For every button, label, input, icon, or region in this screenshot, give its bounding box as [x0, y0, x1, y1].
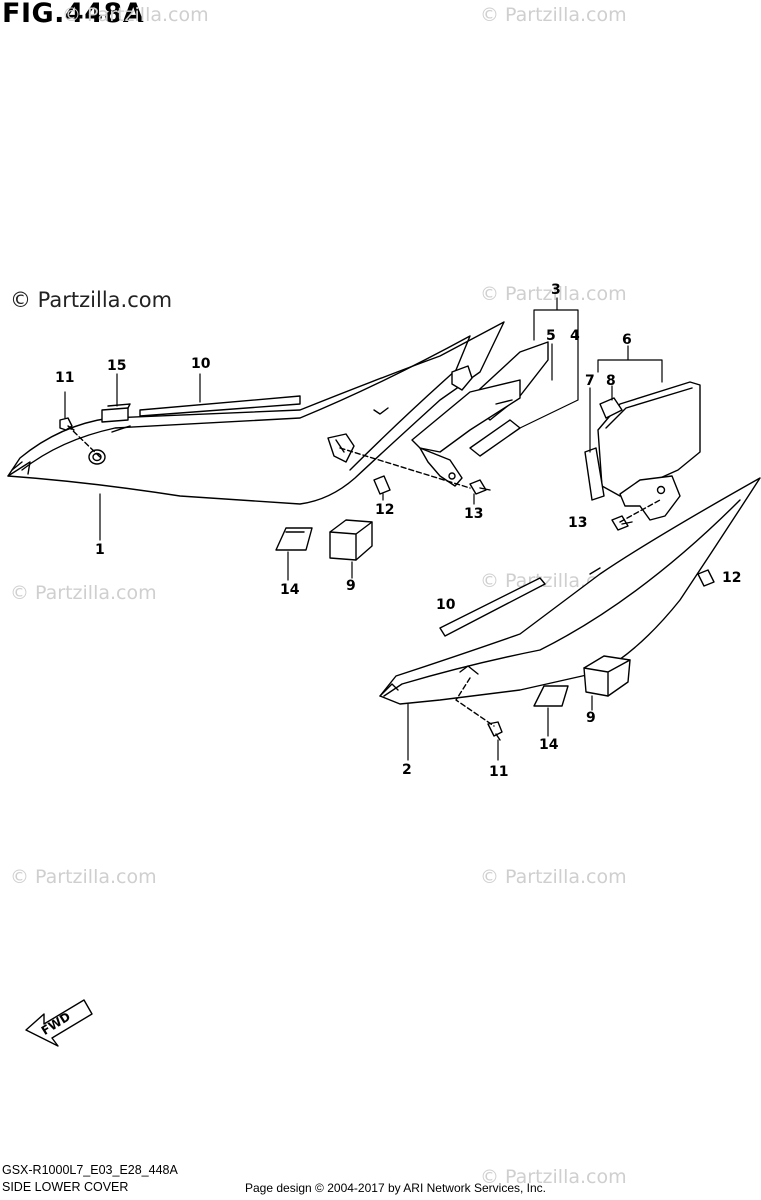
part-9-block-lower — [583, 655, 631, 697]
callout-11: 11 — [489, 764, 509, 780]
callout-2: 2 — [402, 762, 412, 778]
part-13-screw-right — [611, 515, 633, 531]
part-6-side-panel — [584, 381, 701, 521]
callout-8: 8 — [606, 373, 616, 389]
callout-1: 1 — [95, 542, 105, 558]
callout-5: 5 — [546, 328, 556, 344]
part-15-pad — [101, 403, 131, 423]
part-12-clip-upper — [373, 475, 391, 495]
part-14-sheet-lower — [533, 685, 569, 707]
callout-14: 14 — [280, 582, 300, 598]
watermark: © Partzilla.com — [10, 866, 157, 888]
watermark: © Partzilla.com — [10, 288, 173, 312]
callout-6: 6 — [622, 332, 632, 348]
callout-10: 10 — [436, 597, 456, 613]
callout-10: 10 — [191, 356, 211, 372]
watermark: © Partzilla.com — [480, 283, 627, 305]
watermark: © Partzilla.com — [480, 1166, 627, 1188]
fwd-arrow-icon — [25, 999, 93, 1047]
leader-lines — [64, 297, 663, 761]
callout-7: 7 — [585, 373, 595, 389]
callout-12: 12 — [722, 570, 742, 586]
callout-13: 13 — [568, 515, 588, 531]
callout-9: 9 — [346, 578, 356, 594]
figure-code: GSX-R1000L7_E03_E28_448A — [2, 1163, 178, 1177]
figure-name: SIDE LOWER COVER — [2, 1180, 129, 1194]
part-9-block-upper — [329, 519, 373, 561]
callout-12: 12 — [375, 502, 395, 518]
part-13-screw-upper — [469, 479, 491, 495]
part-2-side-cover-right — [379, 477, 761, 705]
part-11-screw-lower — [487, 721, 503, 741]
figure-title: FIG.448A — [2, 0, 145, 29]
callout-14: 14 — [539, 737, 559, 753]
watermark: © Partzilla.com — [480, 4, 627, 26]
part-10-strip-lower — [439, 577, 546, 637]
part-1-side-cover-left — [7, 321, 505, 505]
watermark: © Partzilla.com — [480, 866, 627, 888]
callout-9: 9 — [586, 710, 596, 726]
callout-3: 3 — [551, 282, 561, 298]
part-14-sheet-upper — [275, 527, 313, 551]
callout-11: 11 — [55, 370, 75, 386]
part-11-screw-upper — [59, 417, 75, 431]
callout-15: 15 — [107, 358, 127, 374]
page-credit: Page design © 2004-2017 by ARI Network S… — [245, 1181, 547, 1195]
part-3-bracket-assembly — [411, 341, 549, 487]
assembly-lines — [69, 427, 661, 727]
part-10-strip-upper — [139, 395, 301, 417]
watermark: © Partzilla.com — [10, 582, 157, 604]
callout-13: 13 — [464, 506, 484, 522]
callout-4: 4 — [570, 328, 580, 344]
watermark: © Partzilla.com — [62, 4, 209, 26]
